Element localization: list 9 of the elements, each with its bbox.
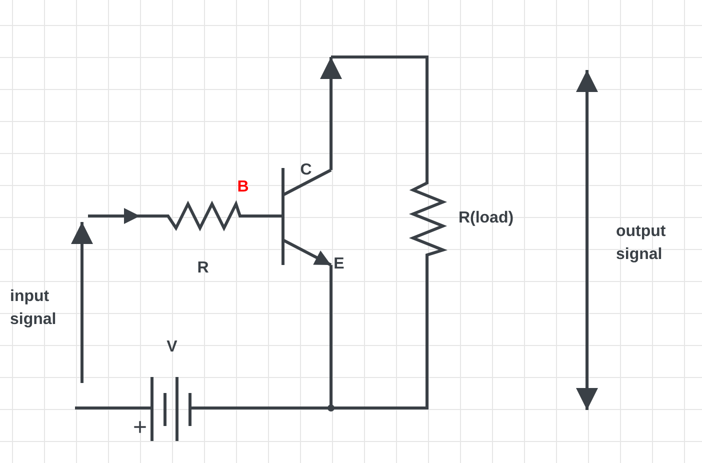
terminal-label: C <box>300 160 312 180</box>
terminal-label: E <box>334 254 344 274</box>
component-label: V <box>166 337 178 358</box>
component-label: R <box>197 258 209 278</box>
signal-label: output signal <box>616 222 667 265</box>
polarity-sign: + <box>133 416 147 440</box>
signal-label: input signal <box>10 286 58 330</box>
component-label: R(load) <box>458 208 514 228</box>
terminal-label: B <box>237 177 249 198</box>
